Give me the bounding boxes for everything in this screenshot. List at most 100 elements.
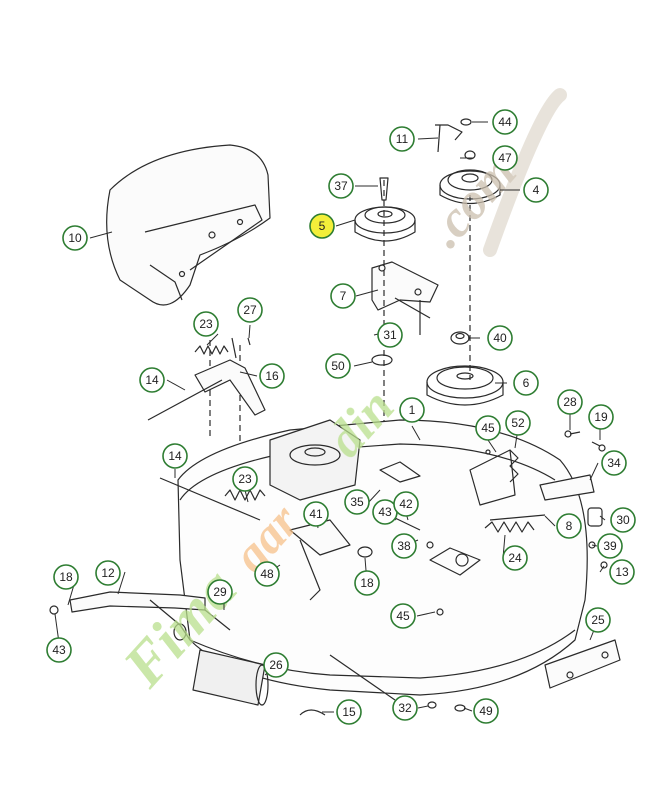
- callout-circle: [162, 443, 188, 469]
- callout-label: 28: [563, 395, 577, 409]
- callout-label: 23: [238, 472, 252, 486]
- callout-label: 43: [52, 643, 66, 657]
- callout-circle: [330, 283, 356, 309]
- part-24-spring: [484, 521, 535, 533]
- callout-27: 27: [237, 297, 263, 323]
- part-drawings: [49, 118, 621, 716]
- callout-circle: [328, 173, 354, 199]
- part-23-spring-lower: [224, 489, 266, 501]
- callout-14: 14: [162, 443, 188, 469]
- callout-label: 40: [493, 331, 507, 345]
- callout-label: 23: [199, 317, 213, 331]
- callout-39: 39: [597, 533, 623, 559]
- callout-circle: [139, 367, 165, 393]
- callout-label: 44: [498, 115, 512, 129]
- part-7-idler-arm: [371, 261, 439, 319]
- callout-49: 49: [473, 698, 499, 724]
- callout-label: 34: [607, 456, 621, 470]
- callout-circle: [263, 652, 289, 678]
- callout-circle: [62, 225, 88, 251]
- callout-label: 47: [498, 151, 512, 165]
- callout-label: 37: [334, 179, 348, 193]
- callout-23: 23: [232, 466, 258, 492]
- part-11-bracket: [435, 118, 476, 160]
- callout-26: 26: [263, 652, 289, 678]
- callout-circle: [610, 507, 636, 533]
- callout-40: 40: [487, 325, 513, 351]
- callout-label: 27: [243, 303, 257, 317]
- callout-label: 49: [479, 704, 493, 718]
- part-8-plate: [539, 474, 595, 501]
- callout-circle: [46, 637, 72, 663]
- part-15-rod: [329, 654, 396, 701]
- part-14-rod-upper: [147, 379, 223, 421]
- callout-4: 4: [523, 177, 549, 203]
- callout-24: 24: [502, 545, 528, 571]
- callout-circle: [597, 533, 623, 559]
- part-4-idler-pulley: [439, 169, 501, 204]
- callout-label: 8: [566, 519, 573, 533]
- callout-label: 11: [396, 132, 409, 146]
- callout-circle: [492, 145, 518, 171]
- callout-label: 50: [331, 359, 345, 373]
- callout-circle: [588, 404, 614, 430]
- callout-label: 24: [508, 551, 522, 565]
- part-52-spring: [509, 449, 519, 483]
- callout-circle: [390, 603, 416, 629]
- callout-circle: [377, 322, 403, 348]
- callout-circle: [193, 311, 219, 337]
- callout-circle: [53, 564, 79, 590]
- callout-label: 19: [594, 410, 608, 424]
- callout-circle: [487, 325, 513, 351]
- callout-50: 50: [325, 353, 351, 379]
- callout-label: 35: [350, 495, 364, 509]
- callout-circle: [609, 559, 635, 585]
- callout-circle: [513, 370, 539, 396]
- callout-circle: [585, 607, 611, 633]
- callout-circle: [502, 545, 528, 571]
- callout-label: 48: [260, 567, 274, 581]
- callout-31: 31: [377, 322, 403, 348]
- callout-circle: [344, 489, 370, 515]
- callout-11: 11: [389, 126, 415, 152]
- callout-circle: [399, 397, 425, 423]
- callout-circle: [392, 695, 418, 721]
- callout-label: 45: [481, 421, 495, 435]
- callout-label: 16: [265, 369, 279, 383]
- callout-13: 13: [609, 559, 635, 585]
- part-10-deflector: [106, 144, 271, 306]
- callout-circle: [473, 698, 499, 724]
- callout-19: 19: [588, 404, 614, 430]
- callout-44: 44: [492, 109, 518, 135]
- callout-label: 29: [213, 585, 227, 599]
- part-6-pulley: [426, 365, 504, 406]
- callout-label: 4: [533, 183, 540, 197]
- callout-16: 16: [259, 363, 285, 389]
- callout-23: 23: [193, 311, 219, 337]
- callout-label: 10: [68, 231, 82, 245]
- callout-1: 1: [399, 397, 425, 423]
- part-25-bumper: [544, 639, 621, 689]
- callout-label: 18: [360, 576, 374, 590]
- part-26-roller: [192, 649, 269, 706]
- callout-label: 1: [409, 403, 416, 417]
- callout-circle: [259, 363, 285, 389]
- callout-label: 38: [397, 539, 411, 553]
- callout-circle: [254, 561, 280, 587]
- part-5-pulley: [354, 206, 416, 242]
- part-14-rod-lower: [159, 477, 261, 521]
- callout-18: 18: [53, 564, 79, 590]
- callout-label: 43: [378, 505, 392, 519]
- callout-circle: [303, 501, 329, 527]
- callout-label: 42: [399, 497, 413, 511]
- callout-6: 6: [513, 370, 539, 396]
- callout-circle: [354, 570, 380, 596]
- callout-28: 28: [557, 389, 583, 415]
- part-30-adjuster: [587, 507, 603, 527]
- callout-label: 7: [340, 289, 347, 303]
- callout-circle: [325, 353, 351, 379]
- callout-circle: [391, 533, 417, 559]
- callout-label: 45: [396, 609, 410, 623]
- callout-label: 13: [615, 565, 629, 579]
- callout-48: 48: [254, 561, 280, 587]
